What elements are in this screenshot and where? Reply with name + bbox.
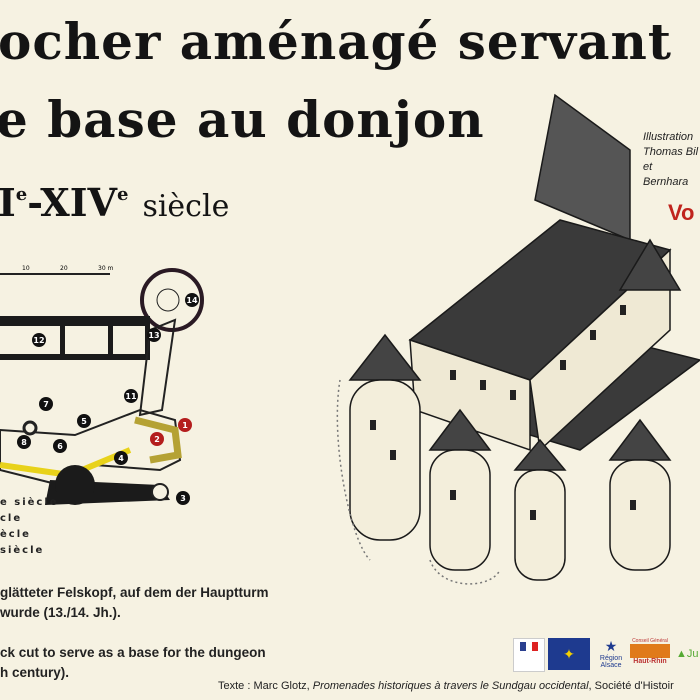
marker-5: 5 [81, 417, 87, 426]
scale-10: 10 [22, 265, 30, 272]
illustration-credit: Illustration Thomas Bil et Bernhara [643, 130, 700, 190]
marker-7: 7 [43, 400, 49, 409]
ju-label: Ju [686, 648, 699, 660]
german-caption: glätteter Felskopf, auf dem der Haupttur… [0, 583, 269, 623]
marker-3: 3 [180, 494, 186, 503]
legend-item: cle [0, 513, 23, 524]
legend-item: ècle [0, 529, 31, 540]
footer-credit: Texte : Marc Glotz, Promenades historiqu… [218, 680, 674, 692]
plan-legend: e siècle cle ècle siècle [0, 495, 59, 559]
english-line: h century). [0, 665, 70, 680]
ju-logo: ▲Ju [676, 648, 699, 660]
marker-12: 12 [33, 336, 44, 345]
credit-line: Thomas Bil [643, 146, 699, 158]
marker-4: 4 [118, 454, 124, 463]
footer-suffix: , Société d'Histoir [588, 680, 674, 692]
haut-rhin-label: Haut-Rhin [633, 658, 667, 665]
castle-plan: 10 20 30 m 1 2 3 4 5 6 7 8 11 12 13 14 [0, 265, 204, 505]
sup: e [116, 184, 129, 205]
hall-12 [0, 316, 150, 326]
credit-line: et Bernhara [643, 161, 689, 188]
region-alsace-logo: ★Région Alsace [596, 638, 626, 670]
region-label: Région Alsace [599, 655, 623, 669]
marker-11: 11 [125, 392, 137, 401]
marker-1: 1 [182, 421, 188, 430]
marker-6: 6 [57, 442, 63, 451]
credit-line: Illustration [643, 131, 694, 143]
marker-13: 13 [148, 331, 159, 340]
title-line-1: ocher aménagé servant [0, 12, 672, 71]
english-caption: ck cut to serve as a base for the dungeo… [0, 643, 266, 683]
conseil-label: Conseil Général [632, 638, 668, 644]
scale-30: 30 m [98, 265, 114, 272]
marker-2: 2 [154, 435, 160, 444]
english-line: ck cut to serve as a base for the dungeo… [0, 645, 266, 660]
eu-flag-logo: ✦ [548, 638, 590, 670]
footer-book-title: Promenades historiques à travers le Sund… [312, 680, 589, 692]
side-heading: Vo [668, 200, 695, 225]
siecle-word: siècle [142, 189, 230, 224]
castle-illustration [336, 93, 700, 585]
footer-prefix: Texte : Marc Glotz, [218, 680, 313, 692]
century-end: -XIV [27, 180, 117, 225]
title-line-2: e base au donjon [0, 90, 485, 149]
legend-item: e siècle [0, 497, 59, 508]
marker-14: 14 [186, 296, 198, 305]
century-start: I [0, 180, 16, 225]
scale-20: 20 [60, 265, 68, 272]
tower-14 [140, 268, 204, 332]
sup: e [15, 184, 28, 205]
german-line: wurde (13./14. Jh.). [0, 605, 121, 620]
legend-item: siècle [0, 545, 45, 556]
french-republic-logo [513, 638, 545, 672]
german-line: glätteter Felskopf, auf dem der Haupttur… [0, 585, 269, 600]
marker-8: 8 [21, 438, 27, 447]
